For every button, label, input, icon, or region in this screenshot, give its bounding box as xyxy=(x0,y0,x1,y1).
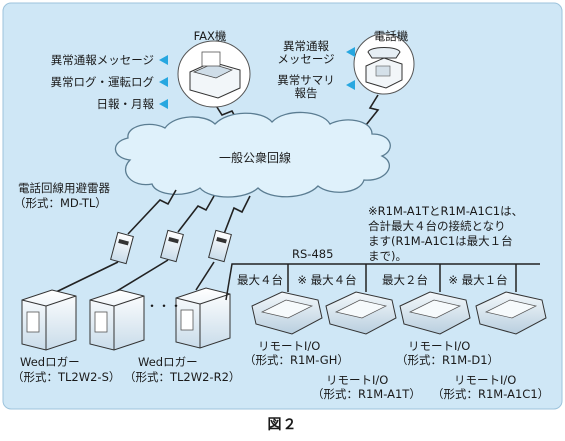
remote-io-4 xyxy=(475,291,547,335)
rs485-bus xyxy=(225,263,540,301)
surge-arrester-1 xyxy=(110,231,134,265)
remote-4-name: リモートI/O xyxy=(454,373,517,387)
arrester-line-2 xyxy=(177,195,215,233)
rs485-label: RS-485 xyxy=(292,247,334,261)
remote-3-name: リモートI/O xyxy=(408,339,471,353)
remote-1-model: （形式：R1M-GH） xyxy=(244,353,349,367)
web-logger-2 xyxy=(89,289,145,351)
surge-arrester-3 xyxy=(208,229,232,263)
web-logger-1 xyxy=(21,289,77,351)
arrester-line-3 xyxy=(223,195,251,235)
fax-message-2: 異常ログ・運転ログ xyxy=(50,75,155,89)
fax-message-3: 日報・月報 xyxy=(96,97,155,111)
public-network-cloud xyxy=(114,111,391,198)
telephone-icon xyxy=(353,33,415,95)
logger-line-1 xyxy=(51,261,119,295)
web-logger-3 xyxy=(175,287,231,349)
fax-machine-icon xyxy=(177,40,251,108)
remote-io-3 xyxy=(399,291,471,335)
phone-title: 電話機 xyxy=(373,29,409,43)
logger-2-name: Wedロガー xyxy=(138,355,198,369)
fax-arrow-1 xyxy=(159,55,168,65)
remote-io-1 xyxy=(251,291,323,335)
remote-io-2 xyxy=(325,291,397,335)
remote-4-model: （形式：R1M-A1C1） xyxy=(432,387,550,401)
logger-1-model: （形式：TL2W2-S） xyxy=(12,370,121,384)
arrester-name: 電話回線用避雷器 xyxy=(18,181,110,195)
fax-title: FAX機 xyxy=(193,29,227,43)
logger-2-model: （形式：TL2W2-R2） xyxy=(124,370,241,384)
fax-message-1: 異常通報メッセージ xyxy=(50,53,154,67)
public-network-label: 一般公衆回線 xyxy=(218,151,291,165)
bus-segment-2: ※ 最大４台 xyxy=(297,273,357,287)
connection-note: ※R1M-A1TとR1M-A1C1は、 合計最大４台の接続となり ます(R1M-… xyxy=(368,204,524,263)
remote-2-model: （形式：R1M-A1T） xyxy=(312,387,421,401)
remote-1-name: リモートI/O xyxy=(258,339,321,353)
arrester-line-1 xyxy=(127,189,177,235)
arrester-model: （形式：MD-TL） xyxy=(14,196,107,210)
figure-caption: 図２ xyxy=(267,417,298,433)
fax-arrow-3 xyxy=(159,99,168,109)
bus-segment-1: 最大４台 xyxy=(237,273,283,287)
phone-line xyxy=(361,94,380,131)
phone-message-2: 異常サマリ 報告 xyxy=(277,73,335,100)
logger-line-3 xyxy=(195,261,215,291)
phone-message-1: 異常通報 メッセージ xyxy=(277,39,335,66)
remote-3-model: （形式：R1M-D1） xyxy=(396,353,500,367)
logger-1-name: Wedロガー xyxy=(20,355,80,369)
phone-arrow-2 xyxy=(346,80,355,90)
surge-arrester-2 xyxy=(160,229,184,263)
fax-arrow-2 xyxy=(159,77,168,87)
bus-segment-3: 最大２台 xyxy=(382,273,428,287)
remote-2-name: リモートI/O xyxy=(326,373,389,387)
logger-ellipsis: ・・・ xyxy=(146,299,183,313)
phone-arrow-1 xyxy=(346,47,355,57)
bus-segment-4: ※ 最大１台 xyxy=(448,273,508,287)
logger-line-2 xyxy=(111,259,169,295)
